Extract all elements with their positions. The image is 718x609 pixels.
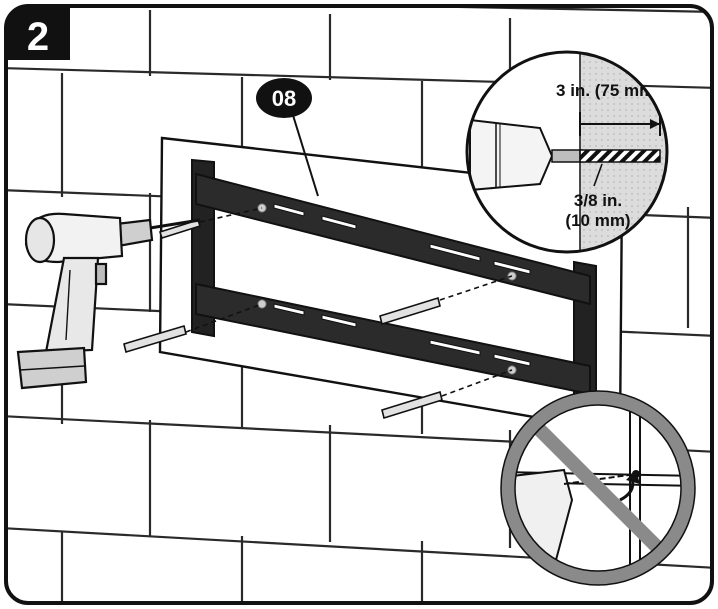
step-number: 2 — [27, 15, 49, 59]
part-callout: 08 — [256, 78, 319, 197]
wall-anchors — [123, 207, 513, 420]
diameter-label-line1: 3/8 in. — [574, 191, 622, 210]
wall-anchor-icon — [123, 219, 443, 420]
panel-frame — [4, 4, 714, 605]
no-drilling-in-grout-icon — [500, 390, 696, 586]
diameter-label-line2: (10 mm) — [565, 211, 630, 230]
power-drill-icon — [16, 212, 201, 390]
part-callout-label: 08 — [272, 86, 296, 111]
screw-hole-bottom-left — [257, 299, 267, 309]
depth-label: 3 in. (75 mm) — [556, 81, 660, 100]
step-badge: 2 — [6, 6, 70, 60]
drill-bit — [579, 149, 661, 163]
